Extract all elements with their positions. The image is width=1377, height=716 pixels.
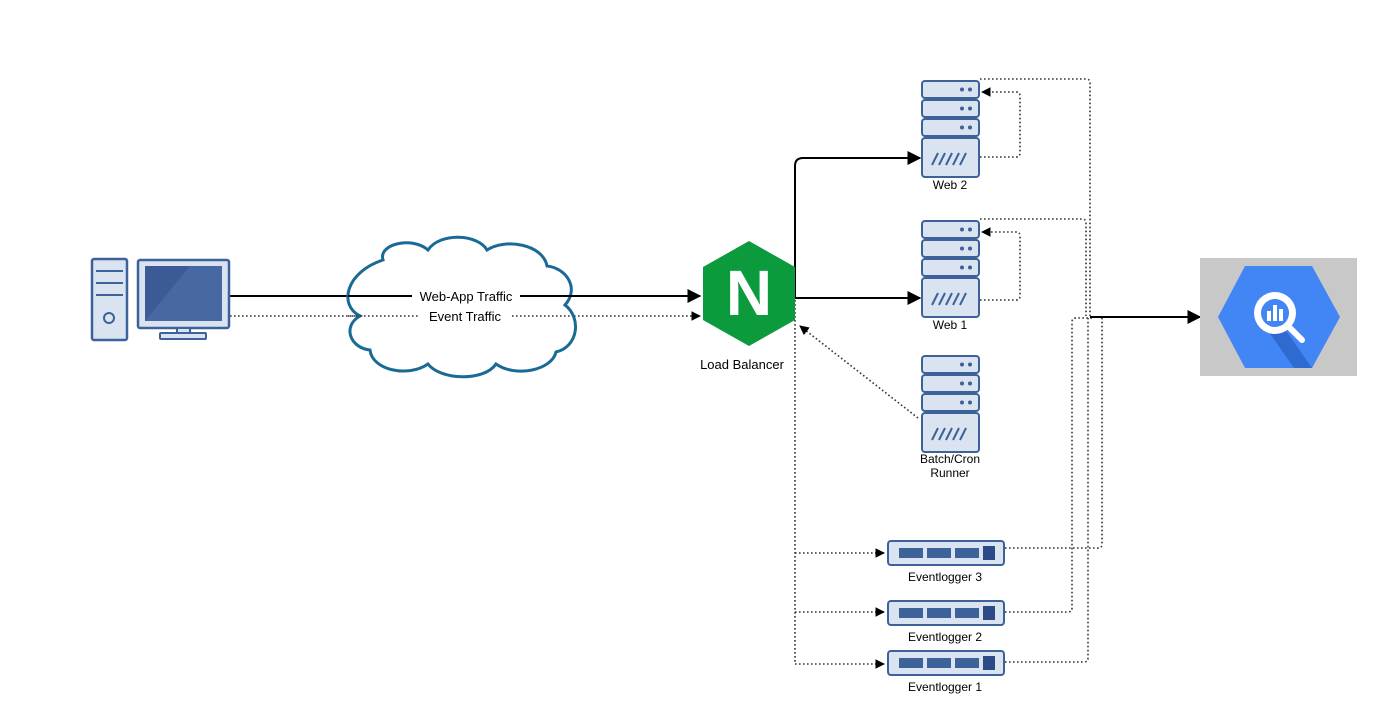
batch-to-lb-line [799, 325, 919, 419]
desktop-computer-icon [90, 257, 231, 342]
server-rack-icon [921, 355, 980, 453]
eventlogger3-to-bigquery-line [1005, 318, 1103, 549]
web1-to-bigquery-line [980, 218, 1087, 316]
eventlogger-2: Eventlogger 2 [887, 600, 1005, 644]
eventlogger1-to-bigquery-line [1005, 318, 1089, 663]
server-rack-icon [921, 80, 980, 178]
nginx-logo-letter: N [726, 257, 772, 329]
event-traffic-label: Event Traffic [429, 309, 502, 324]
nginx-icon: N [703, 241, 795, 346]
web1-server: Web 1 [921, 220, 980, 332]
batch-label-line2: Runner [930, 466, 969, 480]
client-computer [90, 257, 231, 342]
web-app-traffic-label: Web-App Traffic [420, 289, 513, 304]
eventlogger2-to-bigquery-line [1005, 317, 1094, 613]
batch-label-line1: Batch/Cron [920, 452, 980, 466]
web2-label: Web 2 [933, 178, 968, 192]
lb-to-web2-line [794, 151, 922, 298]
eventlogger-3: Eventlogger 3 [887, 540, 1005, 584]
rack-server-icon [887, 600, 1005, 626]
eventlogger1-label: Eventlogger 1 [908, 680, 982, 694]
eventlogger3-label: Eventlogger 3 [908, 570, 982, 584]
load-balancer: N Load Balancer [700, 241, 795, 372]
bigquery-icon [1218, 266, 1340, 368]
eventlogger2-label: Eventlogger 2 [908, 630, 982, 644]
server-rack-icon [921, 220, 980, 318]
web1-loop-line [980, 227, 1021, 301]
web2-server: Web 2 [921, 80, 980, 192]
batch-cron-runner: Batch/Cron Runner [920, 355, 980, 480]
eventlogger-1: Eventlogger 1 [887, 650, 1005, 694]
connectors [230, 78, 1202, 669]
web2-loop-line [980, 87, 1021, 158]
load-balancer-label: Load Balancer [700, 357, 785, 372]
web2-to-bigquery-line [980, 78, 1091, 316]
internet-cloud: Web-App Traffic Event Traffic [346, 235, 577, 379]
cloud-icon [346, 235, 577, 379]
rack-server-icon [887, 650, 1005, 676]
bigquery [1200, 258, 1357, 376]
rack-server-icon [887, 540, 1005, 566]
web1-label: Web 1 [933, 318, 968, 332]
